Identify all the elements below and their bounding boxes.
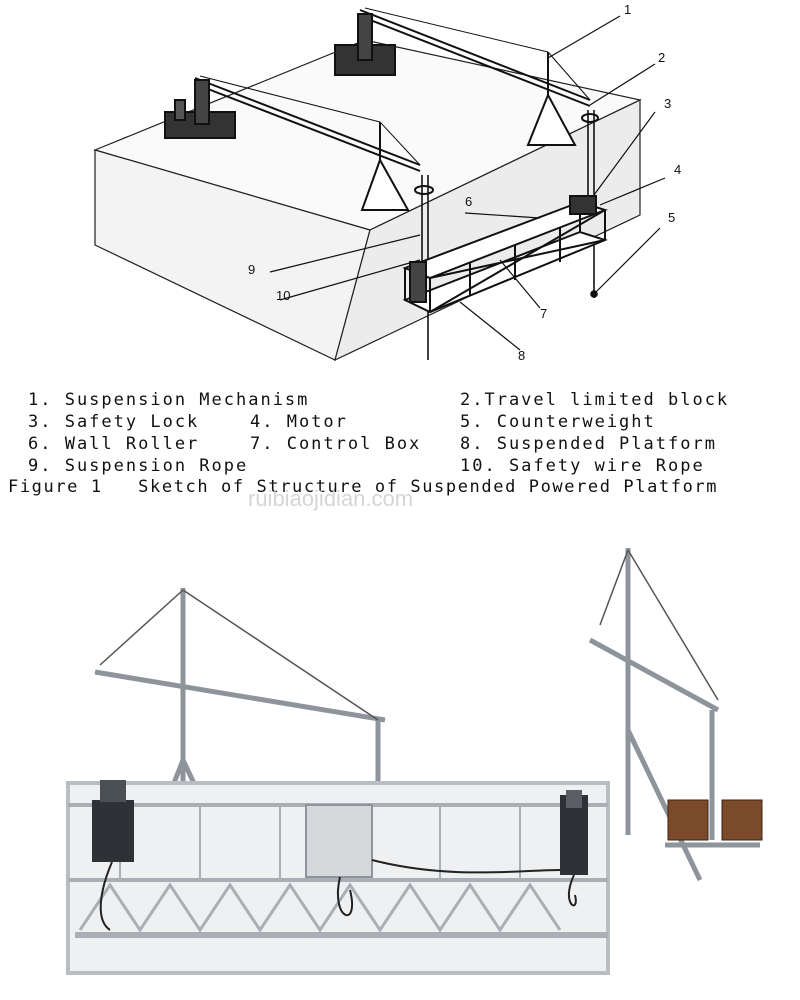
ropes xyxy=(414,110,599,360)
legend-item-6: 6. Wall Roller xyxy=(28,434,200,454)
callout-7: 7 xyxy=(540,306,547,321)
suspension-mechanism-right xyxy=(334,7,591,146)
watermark: ruibiaojidian.com xyxy=(248,486,414,511)
structure-sketch: 1 2 3 4 5 6 7 8 9 10 xyxy=(93,2,681,363)
photo-suspension-left xyxy=(94,588,386,871)
legend-item-9: 9. Suspension Rope xyxy=(28,456,249,476)
callout-2: 2 xyxy=(658,50,665,65)
photo-cables xyxy=(99,859,577,931)
legend-item-5: 5. Counterweight xyxy=(460,412,656,432)
callout-5: 5 xyxy=(668,210,675,225)
callout-3: 3 xyxy=(664,96,671,111)
photo-platform xyxy=(66,781,610,975)
callout-4: 4 xyxy=(674,162,681,177)
legend-item-10: 10. Safety wire Rope xyxy=(460,456,705,476)
callout-10: 10 xyxy=(276,288,290,303)
photo-control-box xyxy=(305,804,373,878)
legend-item-7: 7. Control Box xyxy=(250,434,422,454)
callout-8: 8 xyxy=(518,348,525,363)
legend-item-1: 1. Suspension Mechanism xyxy=(28,390,310,410)
leader-lines xyxy=(269,15,666,351)
callout-numbers: 1 2 3 4 5 6 7 8 9 10 xyxy=(248,2,681,363)
photo-suspension-right xyxy=(588,548,760,882)
photo-counterweights xyxy=(379,799,763,847)
photo-hoists xyxy=(92,780,588,875)
callout-6: 6 xyxy=(465,194,472,209)
figure-caption: Figure 1 Sketch of Structure of Suspende… xyxy=(8,477,719,497)
suspended-platform-sketch xyxy=(402,195,608,314)
legend-item-4: 4. Motor xyxy=(250,412,348,432)
callout-1: 1 xyxy=(624,2,631,17)
suspension-mechanism-left xyxy=(164,75,421,211)
legend-item-2: 2.Travel limited block xyxy=(460,390,730,410)
callout-9: 9 xyxy=(248,262,255,277)
legend-item-3: 3. Safety Lock xyxy=(28,412,200,432)
legend-item-8: 8. Suspended Platform xyxy=(460,434,717,454)
